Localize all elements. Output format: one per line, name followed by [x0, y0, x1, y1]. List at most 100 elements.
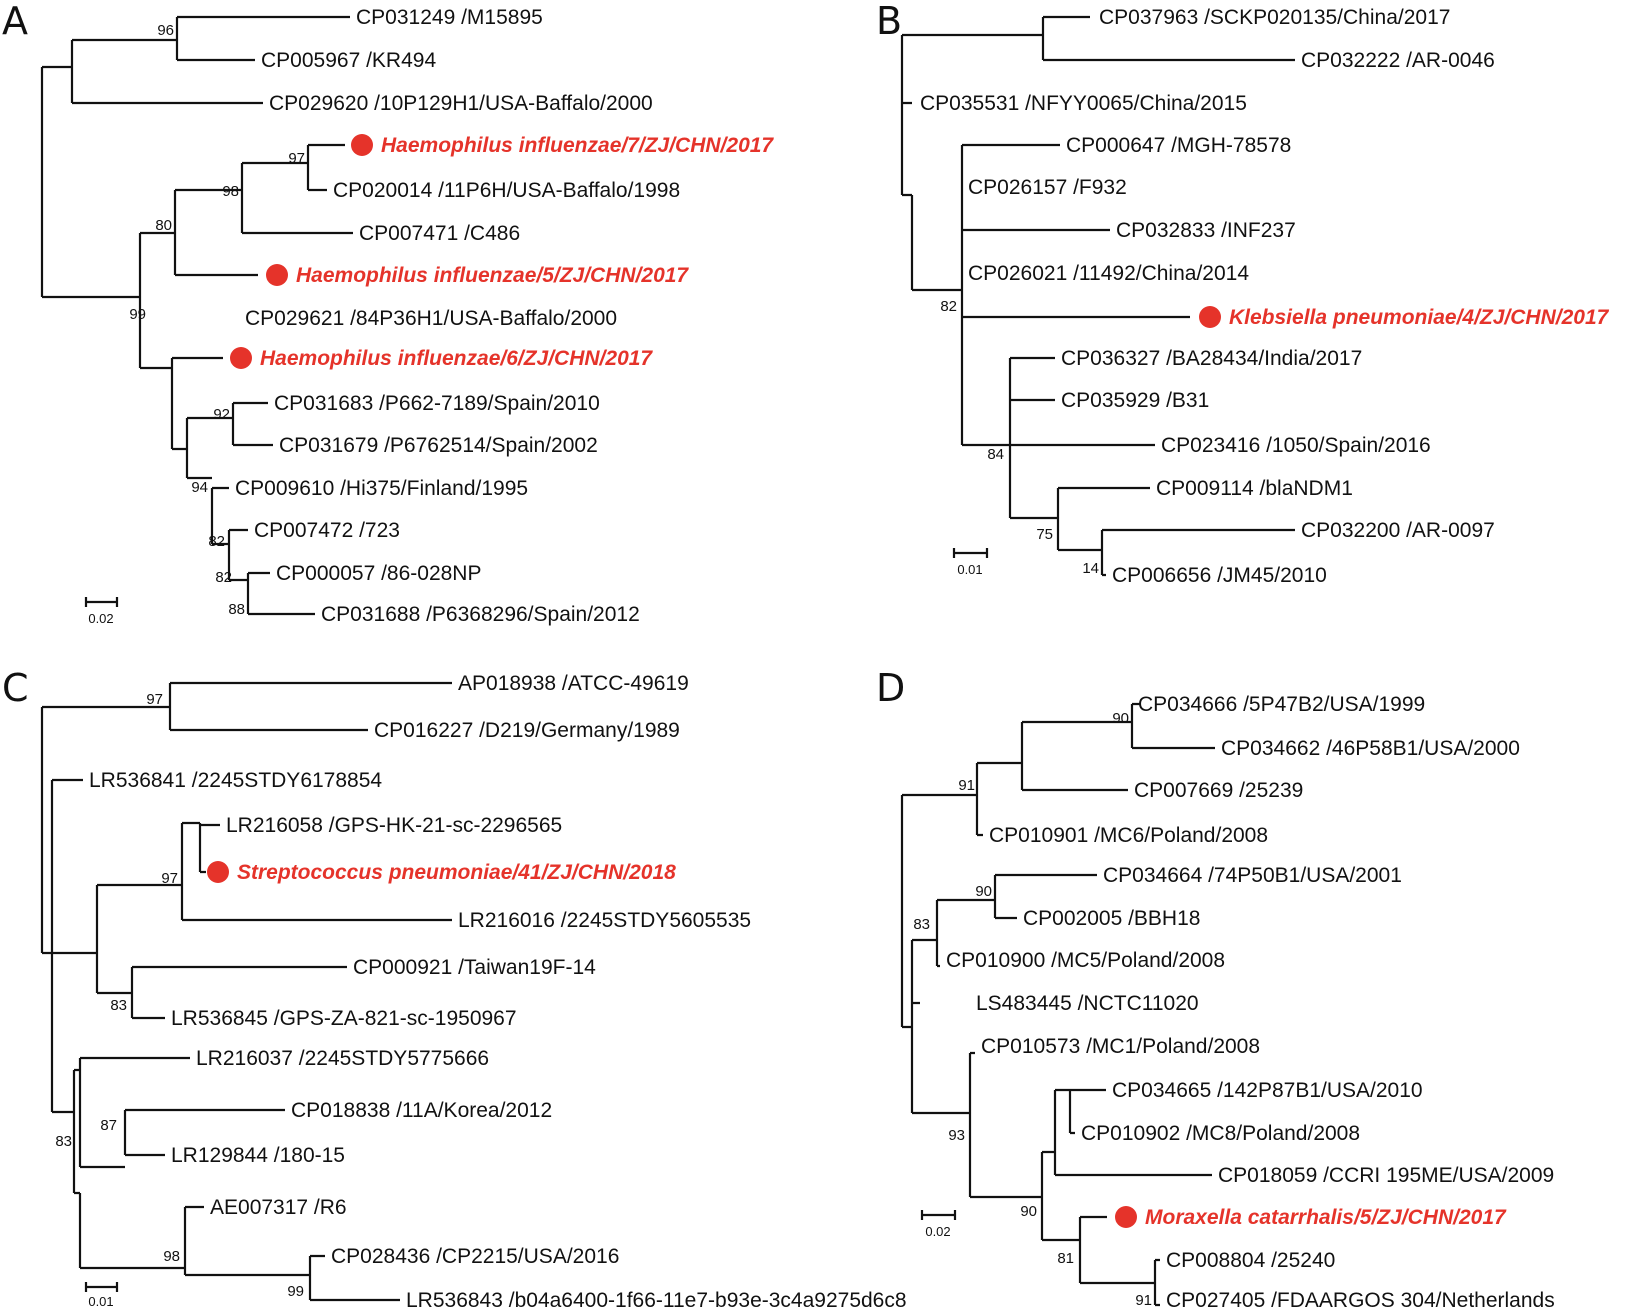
- bootstrap-label: 97: [146, 691, 163, 708]
- leaf-label: CP007472 /723: [254, 519, 400, 542]
- highlighted-leaf-label: Streptococcus pneumoniae/41/ZJ/CHN/2018: [237, 861, 676, 884]
- leaf-label: CP000921 /Taiwan19F-14: [353, 956, 596, 979]
- bootstrap-label: 83: [110, 997, 127, 1014]
- leaf-label: CP029620 /10P129H1/USA-Baffalo/2000: [269, 92, 653, 115]
- bootstrap-label: 90: [975, 883, 992, 900]
- leaf-label: CP034665 /142P87B1/USA/2010: [1112, 1079, 1423, 1102]
- bootstrap-label: 98: [163, 1248, 180, 1265]
- panel-b: B 82 84 75 14 CP037963 /SCKP020135/China…: [876, 0, 1610, 587]
- leaf-label: LS483445 /NCTC11020: [976, 992, 1199, 1015]
- highlight-dot: [1199, 306, 1221, 328]
- leaf-label: CP009610 /Hi375/Finland/1995: [235, 477, 528, 500]
- leaf-label: CP006656 /JM45/2010: [1112, 564, 1327, 587]
- bootstrap-label: 94: [191, 479, 208, 496]
- panel-b-letter: B: [876, 0, 902, 43]
- bootstrap-label: 83: [913, 916, 930, 933]
- panel-d-bootstraps: 90 91 90 83 93 90 81 91: [913, 710, 1152, 1309]
- leaf-label: CP031679 /P6762514/Spain/2002: [279, 434, 598, 457]
- highlighted-leaf-label: Klebsiella pneumoniae/4/ZJ/CHN/2017: [1229, 306, 1610, 329]
- bootstrap-label: 80: [155, 217, 172, 234]
- leaf-label: CP036327 /BA28434/India/2017: [1061, 347, 1362, 370]
- leaf-label: AE007317 /R6: [210, 1196, 347, 1219]
- leaf-label: CP023416 /1050/Spain/2016: [1161, 434, 1431, 457]
- panel-a-bootstraps: 96 97 98 80 99 92 94 82 82 88: [129, 22, 305, 618]
- leaf-label: CP009114 /blaNDM1: [1156, 477, 1353, 500]
- leaf-label: CP000647 /MGH-78578: [1066, 134, 1291, 157]
- panel-c-branches: [40, 681, 452, 1302]
- highlight-dot: [207, 861, 229, 883]
- leaf-label: LR536841 /2245STDY6178854: [89, 769, 382, 792]
- scale-bar-label: 0.01: [957, 562, 982, 577]
- leaf-label: CP008804 /25240: [1166, 1249, 1335, 1272]
- highlight-dot: [1115, 1206, 1137, 1228]
- bootstrap-label: 90: [1020, 1203, 1037, 1220]
- leaf-label: LR216037 /2245STDY5775666: [196, 1047, 489, 1070]
- bootstrap-label: 83: [55, 1133, 72, 1150]
- bootstrap-label: 91: [1135, 1292, 1152, 1309]
- leaf-label: CP010900 /MC5/Poland/2008: [946, 949, 1225, 972]
- leaf-label: AP018938 /ATCC-49619: [458, 672, 689, 695]
- highlighted-leaf-label: Moraxella catarrhalis/5/ZJ/CHN/2017: [1145, 1206, 1507, 1229]
- leaf-label: LR216016 /2245STDY5605535: [458, 909, 751, 932]
- bootstrap-label: 96: [157, 22, 174, 39]
- panel-c: C 97 97 83 87 83 98 99 AP018938 /ATCC-49…: [2, 666, 907, 1310]
- leaf-label: LR216058 /GPS-HK-21-sc-2296565: [226, 814, 562, 837]
- panel-c-letter: C: [2, 666, 29, 710]
- panel-b-bootstraps: 82 84 75 14: [940, 298, 1099, 577]
- leaf-label: CP000057 /86-028NP: [276, 562, 481, 585]
- leaf-label: CP037963 /SCKP020135/China/2017: [1099, 6, 1450, 29]
- leaf-label: CP034662 /46P58B1/USA/2000: [1221, 737, 1520, 760]
- scale-bar-label: 0.02: [88, 611, 113, 626]
- panel-b-leaf-labels: CP037963 /SCKP020135/China/2017 CP032222…: [920, 6, 1610, 587]
- leaf-label: CP031683 /P662-7189/Spain/2010: [274, 392, 600, 415]
- leaf-label: CP007669 /25239: [1134, 779, 1303, 802]
- leaf-label: CP035531 /NFYY0065/China/2015: [920, 92, 1247, 115]
- bootstrap-label: 82: [940, 298, 957, 315]
- panel-a-letter: A: [2, 0, 28, 43]
- bootstrap-label: 99: [287, 1283, 304, 1300]
- leaf-label: LR536843 /b04a6400-1f66-11e7-b93e-3c4a92…: [406, 1289, 907, 1310]
- leaf-label: CP031688 /P6368296/Spain/2012: [321, 603, 640, 626]
- bootstrap-label: 75: [1036, 526, 1053, 543]
- leaf-label: CP007471 /C486: [359, 222, 520, 245]
- scale-bar-label: 0.01: [88, 1294, 113, 1309]
- panel-d: D 90 91 90 83 93 90 81 91 CP034666 /5P47…: [876, 666, 1555, 1310]
- leaf-label: CP032200 /AR-0097: [1301, 519, 1495, 542]
- panel-d-scale-bar: 0.02: [920, 1210, 957, 1239]
- bootstrap-label: 82: [208, 533, 225, 550]
- leaf-label: CP005967 /KR494: [261, 49, 436, 72]
- highlighted-leaf-label: Haemophilus influenzae/7/ZJ/CHN/2017: [381, 134, 774, 157]
- panel-d-branches: [900, 702, 1215, 1307]
- bootstrap-label: 82: [215, 569, 232, 586]
- panel-b-branches: [900, 15, 1295, 577]
- leaf-label: CP016227 /D219/Germany/1989: [374, 719, 680, 742]
- highlight-dot: [266, 264, 288, 286]
- bootstrap-label: 88: [228, 601, 245, 618]
- leaf-label: CP026157 /F932: [968, 176, 1127, 199]
- leaf-label: LR536845 /GPS-ZA-821-sc-1950967: [171, 1007, 517, 1030]
- bootstrap-label: 14: [1082, 560, 1099, 577]
- leaf-label: CP034664 /74P50B1/USA/2001: [1103, 864, 1402, 887]
- highlight-dot: [351, 134, 373, 156]
- highlighted-leaf-label: Haemophilus influenzae/5/ZJ/CHN/2017: [296, 264, 689, 287]
- leaf-label: CP034666 /5P47B2/USA/1999: [1138, 693, 1425, 716]
- leaf-label: CP028436 /CP2215/USA/2016: [331, 1245, 619, 1268]
- leaf-label: CP032222 /AR-0046: [1301, 49, 1495, 72]
- bootstrap-label: 93: [948, 1127, 965, 1144]
- leaf-label: CP026021 /11492/China/2014: [968, 262, 1249, 285]
- bootstrap-label: 81: [1057, 1250, 1074, 1267]
- bootstrap-label: 92: [213, 406, 230, 423]
- panel-c-leaf-labels: AP018938 /ATCC-49619 CP016227 /D219/Germ…: [89, 672, 907, 1310]
- bootstrap-label: 98: [222, 183, 239, 200]
- leaf-label: CP002005 /BBH18: [1023, 907, 1200, 930]
- leaf-label: CP027405 /FDAARGOS 304/Netherlands: [1166, 1289, 1555, 1310]
- leaf-label: CP032833 /INF237: [1116, 219, 1296, 242]
- leaf-label: CP018838 /11A/Korea/2012: [291, 1099, 552, 1122]
- leaf-label: CP010901 /MC6/Poland/2008: [989, 824, 1268, 847]
- leaf-label: CP020014 /11P6H/USA-Baffalo/1998: [333, 179, 680, 202]
- panel-a-scale-bar: 0.02: [84, 597, 119, 626]
- leaf-label: CP010573 /MC1/Poland/2008: [981, 1035, 1260, 1058]
- highlighted-leaf-label: Haemophilus influenzae/6/ZJ/CHN/2017: [260, 347, 653, 370]
- leaf-label: LR129844 /180-15: [171, 1144, 345, 1167]
